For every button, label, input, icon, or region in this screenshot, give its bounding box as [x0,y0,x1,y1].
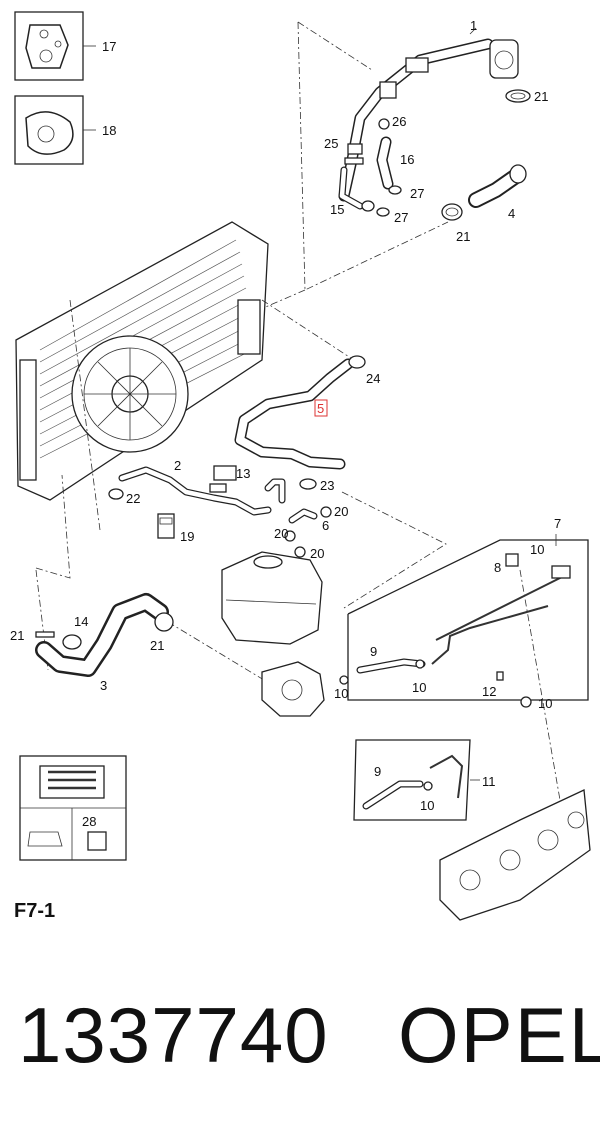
pin-21 [35,631,55,638]
callout-20-a: 20 [274,526,288,541]
callout-22: 22 [126,491,140,506]
page-code: F7-1 [14,900,56,922]
callout-2: 2 [174,458,181,473]
callout-26: 26 [392,114,406,129]
callout-5: 5 [317,401,324,416]
hose-16 [376,136,394,190]
hose-clamp-21-lower [154,612,174,632]
gasket-17-box [14,11,96,81]
callout-17: 17 [102,39,116,54]
callout-11: 11 [482,774,496,789]
clamp-20-b [320,506,332,518]
hose-clamp-21-top [505,89,531,103]
callout-18: 18 [102,123,116,138]
radiator-hose-5 [234,358,354,470]
clamp-27-b [376,207,390,217]
callout-10-b: 10 [334,686,348,701]
callout-21-b: 21 [456,229,470,244]
clamp-20-a [284,530,296,542]
brand-name: OPEL [398,991,600,1079]
bolt-26 [378,118,390,130]
lower-hose-3 [35,593,169,677]
clip-22 [108,488,124,500]
hose-clamp-21-mid [441,203,463,221]
callout-10-a: 10 [530,542,544,557]
bracket-19 [157,513,175,539]
callout-10-d: 10 [538,696,552,711]
heater-pipe-box-11 [353,739,480,821]
callout-13: 13 [236,466,250,481]
callout-19: 19 [180,529,194,544]
callout-8: 8 [494,560,501,575]
hose-clamp-14 [62,634,82,650]
callout-10-c: 10 [412,680,426,695]
callout-20-b: 20 [334,504,348,519]
intake-manifold [439,789,591,921]
callout-3: 3 [100,678,107,693]
coolant-pipe-1 [338,27,519,202]
pipe-15 [338,166,375,212]
clamp-23 [299,478,317,490]
callout-21-a: 21 [534,89,548,104]
callout-1: 1 [470,18,477,33]
callout-7: 7 [554,516,561,531]
callout-4: 4 [508,206,515,221]
clip-13 [209,465,237,493]
callout-5-highlight-box [314,399,328,417]
service-info-box [19,755,127,861]
callout-28: 28 [82,814,96,829]
callout-10-e: 10 [420,798,434,813]
callout-23: 23 [320,478,334,493]
callout-20-c: 20 [310,546,324,561]
callout-24: 24 [366,371,380,386]
clip-10-right [520,696,532,708]
callout-21-c: 21 [10,628,24,643]
expansion-tank [221,551,323,645]
gasket-18-box [14,95,96,165]
bolt-12 [496,671,504,681]
callout-27-a: 27 [410,186,424,201]
callout-9-upper: 9 [370,644,377,659]
callout-9-lower: 9 [374,764,381,779]
callout-21-d: 21 [150,638,164,653]
part-number: 1337740 [18,991,329,1079]
heater-pipe-box-7 [339,539,589,701]
callout-27-b: 27 [394,210,408,225]
callout-16: 16 [400,152,414,167]
hose-clamp-24 [348,355,366,369]
callout-15: 15 [330,202,344,217]
connector-25 [344,143,364,165]
clamp-20-c [294,546,306,558]
thermostat-housing [261,661,325,717]
callout-14: 14 [74,614,88,629]
hose-4 [468,164,527,208]
pipe-6 [264,478,318,524]
clamp-27-a [388,185,402,195]
callout-6: 6 [322,518,329,533]
callout-25: 25 [324,136,338,151]
callout-12: 12 [482,684,496,699]
radiator-assembly [15,221,269,501]
hose-2 [118,466,272,516]
